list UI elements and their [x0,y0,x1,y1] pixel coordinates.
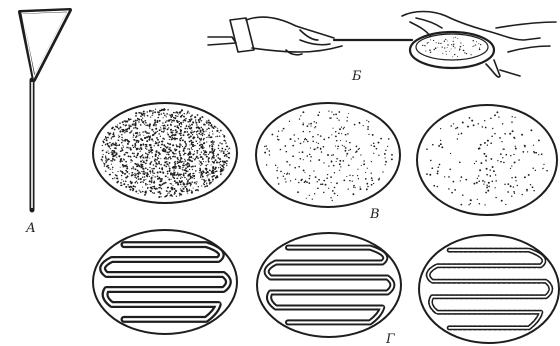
label-a: А [25,221,36,236]
panel-b-hands: Б [208,12,556,85]
dish-sparse [417,105,557,215]
panel-g-streak-dishes: Г [93,230,559,346]
panel-v-dishes: В [93,103,557,222]
panel-a-spreader: А [20,10,70,236]
label-g: Г [385,332,395,346]
dish-colonies-b [422,37,481,57]
label-v: В [369,207,380,222]
label-b: Б [351,69,362,84]
